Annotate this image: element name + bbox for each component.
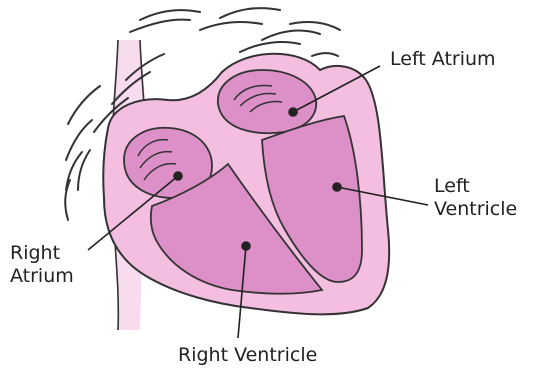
label-left-atrium: Left Atrium [390, 48, 496, 71]
label-left-ventricle-line1: Left [434, 175, 517, 198]
label-left-ventricle-line2: Ventricle [434, 198, 517, 221]
label-right-atrium-line1: Right [10, 242, 74, 265]
label-right-ventricle: Right Ventricle [178, 344, 317, 367]
left-atrium-chamber [218, 70, 316, 133]
label-right-atrium: Right Atrium [10, 242, 74, 288]
label-left-ventricle: Left Ventricle [434, 175, 517, 221]
label-right-atrium-line2: Atrium [10, 265, 74, 288]
